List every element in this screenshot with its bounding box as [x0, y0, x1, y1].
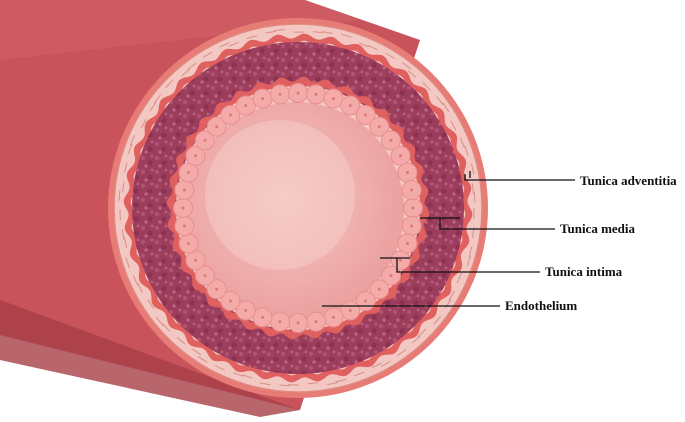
- endothelial-nucleus: [183, 189, 186, 192]
- endothelial-nucleus: [412, 207, 415, 210]
- endothelial-nucleus: [349, 309, 352, 312]
- endothelial-nucleus: [182, 207, 185, 210]
- endothelial-nucleus: [261, 316, 264, 319]
- endothelial-nucleus: [204, 139, 207, 142]
- lumen-highlight: [205, 120, 355, 270]
- endothelial-nucleus: [183, 225, 186, 228]
- endothelial-nucleus: [315, 320, 318, 323]
- endothelial-nucleus: [332, 97, 335, 100]
- endothelial-nucleus: [215, 288, 218, 291]
- endothelial-nucleus: [378, 288, 381, 291]
- endothelial-nucleus: [364, 300, 367, 303]
- endothelial-nucleus: [194, 259, 197, 262]
- endothelial-nucleus: [332, 316, 335, 319]
- endothelial-nucleus: [399, 259, 402, 262]
- endothelial-nucleus: [244, 309, 247, 312]
- endothelial-nucleus: [229, 300, 232, 303]
- endothelial-nucleus: [406, 171, 409, 174]
- endothelial-nucleus: [410, 189, 413, 192]
- label-tunica-media: Tunica media: [560, 221, 635, 237]
- endothelial-nucleus: [229, 114, 232, 117]
- label-endothelium: Endothelium: [505, 298, 577, 314]
- label-tunica-intima: Tunica intima: [545, 264, 622, 280]
- endothelial-nucleus: [399, 154, 402, 157]
- endothelial-nucleus: [297, 92, 300, 95]
- endothelial-nucleus: [406, 242, 409, 245]
- endothelial-nucleus: [244, 104, 247, 107]
- endothelial-nucleus: [297, 322, 300, 325]
- endothelial-nucleus: [279, 93, 282, 96]
- endothelial-nucleus: [410, 225, 413, 228]
- endothelial-nucleus: [187, 242, 190, 245]
- endothelial-nucleus: [364, 114, 367, 117]
- label-tunica-adventitia: Tunica adventitia: [580, 173, 677, 189]
- endothelial-nucleus: [378, 125, 381, 128]
- endothelial-nucleus: [215, 125, 218, 128]
- adventitia-fiber: [474, 192, 475, 203]
- endothelial-nucleus: [349, 104, 352, 107]
- endothelial-nucleus: [204, 274, 207, 277]
- endothelial-nucleus: [279, 320, 282, 323]
- endothelial-nucleus: [261, 97, 264, 100]
- endothelial-nucleus: [390, 274, 393, 277]
- endothelial-nucleus: [187, 171, 190, 174]
- endothelial-nucleus: [194, 154, 197, 157]
- endothelial-nucleus: [390, 139, 393, 142]
- endothelial-nucleus: [315, 93, 318, 96]
